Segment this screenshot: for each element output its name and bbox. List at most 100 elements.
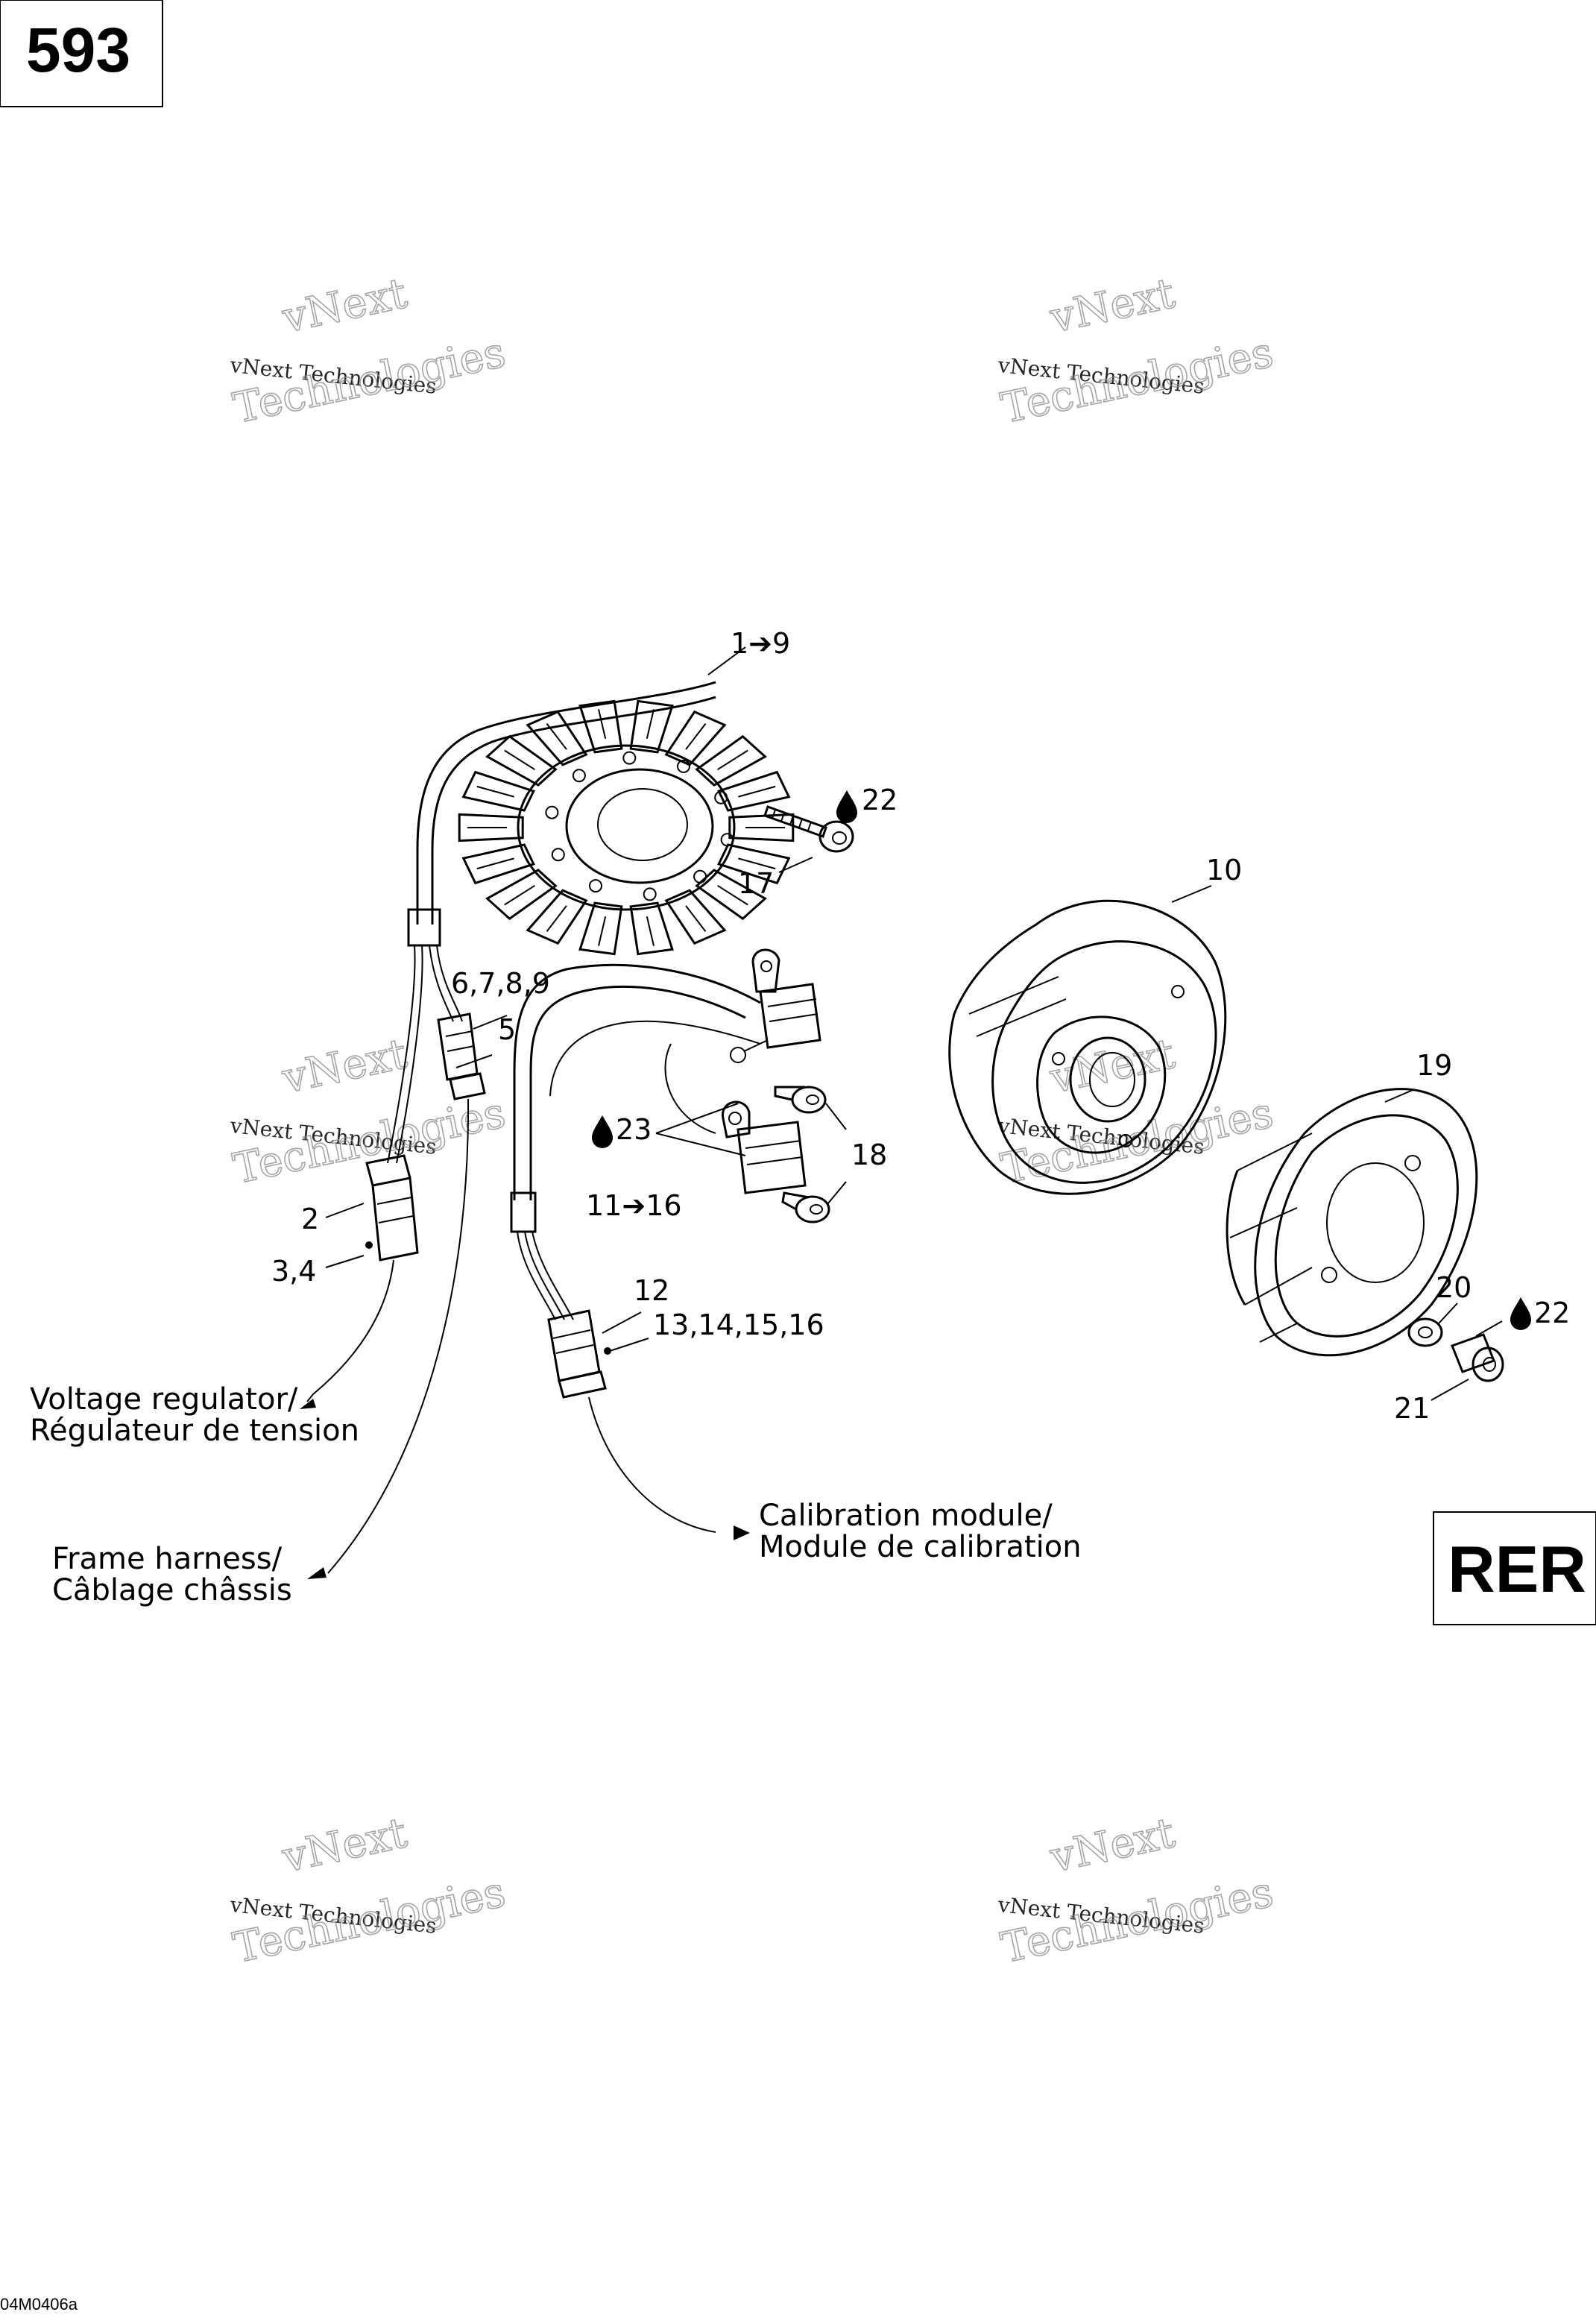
stator-pole-winding [504, 884, 535, 906]
stator-pole [695, 869, 767, 921]
connector-5 [437, 1012, 486, 1100]
callout-3-4: 3,4 [271, 1255, 316, 1288]
callout-11-16: 11➔16 [586, 1189, 682, 1222]
stator-pole [485, 869, 558, 921]
callout-22-lower: 22 [1534, 1297, 1570, 1329]
arrow-frame-harness [307, 1567, 327, 1579]
threadlock-drop-icon [1510, 1297, 1531, 1330]
crankshaft-position-sensor-lower [722, 1100, 807, 1194]
ref-voltage-regulator-en: Voltage regulator/ [30, 1382, 298, 1417]
stator-pole [458, 813, 524, 842]
stator-hole [693, 869, 707, 884]
svg-text:vNext: vNext [1046, 269, 1179, 343]
region-tag: RER [1448, 1532, 1586, 1606]
page-number: 593 [26, 15, 130, 85]
callout-20: 20 [1436, 1271, 1472, 1304]
arrow-voltage-regulator [300, 1399, 316, 1409]
stator-pole-winding [685, 905, 707, 933]
watermark-bottom-left: vNext vNext Technologies Technologies [228, 1808, 510, 1974]
ref-calibration-module-fr: Module de calibration [759, 1530, 1082, 1564]
stator-pole [461, 843, 535, 885]
stator-pole [629, 699, 674, 754]
stator-pole [664, 889, 727, 945]
stator-pole [461, 770, 535, 812]
callout-2: 2 [301, 1203, 319, 1235]
stator-pole [526, 889, 588, 945]
leader-lines [300, 646, 1503, 1579]
threadlock-drop-icon [592, 1115, 613, 1148]
stator-hole [643, 887, 657, 901]
svg-text:vNext: vNext [278, 269, 411, 343]
stator-pole-winding [738, 857, 776, 870]
callout-22-upper: 22 [862, 784, 898, 816]
stator-hole [714, 790, 728, 804]
stator-pole [695, 734, 767, 787]
callout-13-14-15-16: 13,14,15,16 [653, 1308, 824, 1341]
stator-wire-harness [312, 681, 716, 1574]
rotor-flywheel [948, 899, 1227, 1195]
stator-pole [717, 770, 791, 812]
stator-pole [578, 699, 623, 754]
stator-hole [720, 833, 734, 847]
stator-hole [545, 805, 559, 819]
ref-calibration-module-en: Calibration module/ [759, 1499, 1053, 1533]
stator-mounting-holes [545, 751, 734, 901]
stator-hole [677, 759, 690, 773]
watermark-top-left: vNext vNext Technologies Technologies [228, 268, 510, 434]
threadlock-drop-icon [836, 790, 857, 823]
stator-pole-winding [476, 785, 514, 798]
stator-pole-winding [685, 722, 707, 750]
stator-pole [717, 843, 791, 885]
svg-text:Technologies: Technologies [997, 328, 1278, 433]
stator-poles [458, 699, 795, 956]
connector-12 [547, 1309, 611, 1399]
stator-hole [572, 769, 586, 783]
ring-gear-screw [1451, 1333, 1504, 1382]
watermark-top-right: vNext vNext Technologies Technologies [996, 268, 1278, 434]
stator-pole-winding [598, 709, 607, 740]
svg-text:Technologies: Technologies [997, 1868, 1278, 1973]
stator-hole [551, 848, 565, 862]
callout-10: 10 [1206, 854, 1242, 886]
callout-5: 5 [498, 1013, 516, 1046]
crankshaft-position-sensor-upper [730, 948, 821, 1063]
stator-screw [763, 805, 854, 853]
region-tag-box [1433, 1511, 1596, 1625]
callout-19: 19 [1416, 1049, 1452, 1082]
sensor-screw-lower [781, 1191, 830, 1223]
svg-text:Technologies: Technologies [230, 328, 510, 433]
stator-pole [629, 901, 674, 956]
callout-1-9: 1➔9 [731, 627, 790, 660]
callout-21: 21 [1394, 1392, 1430, 1425]
callout-6-7-8-9: 6,7,8,9 [451, 967, 550, 1000]
callout-17: 17 [738, 867, 774, 900]
stator-pole-winding [598, 916, 607, 946]
stator-hole [589, 879, 602, 893]
stator-pole-winding [546, 905, 567, 933]
stator [458, 699, 795, 956]
arrow-calibration-module [734, 1525, 750, 1540]
stator-pole-winding [738, 785, 776, 798]
stator-pole-winding [717, 884, 748, 906]
stator-pole-winding [504, 749, 535, 771]
stator-hole [622, 751, 637, 765]
stator-pole-winding [717, 749, 748, 771]
ref-voltage-regulator-fr: Régulateur de tension [30, 1414, 359, 1448]
page-number-box [0, 0, 163, 107]
callout-23: 23 [616, 1113, 652, 1146]
callout-12: 12 [634, 1274, 669, 1307]
svg-text:vNext: vNext [278, 1809, 411, 1883]
ring-gear [1226, 1088, 1478, 1357]
svg-text:vNext: vNext [1046, 1030, 1179, 1103]
ref-frame-harness-en: Frame harness/ [52, 1542, 283, 1576]
sensor-screw-upper [774, 1086, 827, 1114]
stator-pole [728, 813, 795, 842]
watermark-bottom-right: vNext vNext Technologies Technologies [996, 1808, 1278, 1974]
sensor-harness [510, 948, 830, 1533]
stator-pole-winding [646, 916, 655, 946]
stator-pole-winding [646, 709, 655, 740]
svg-text:vNext: vNext [278, 1030, 411, 1103]
connector-2 [365, 1154, 419, 1262]
svg-text:vNext: vNext [1046, 1809, 1179, 1883]
